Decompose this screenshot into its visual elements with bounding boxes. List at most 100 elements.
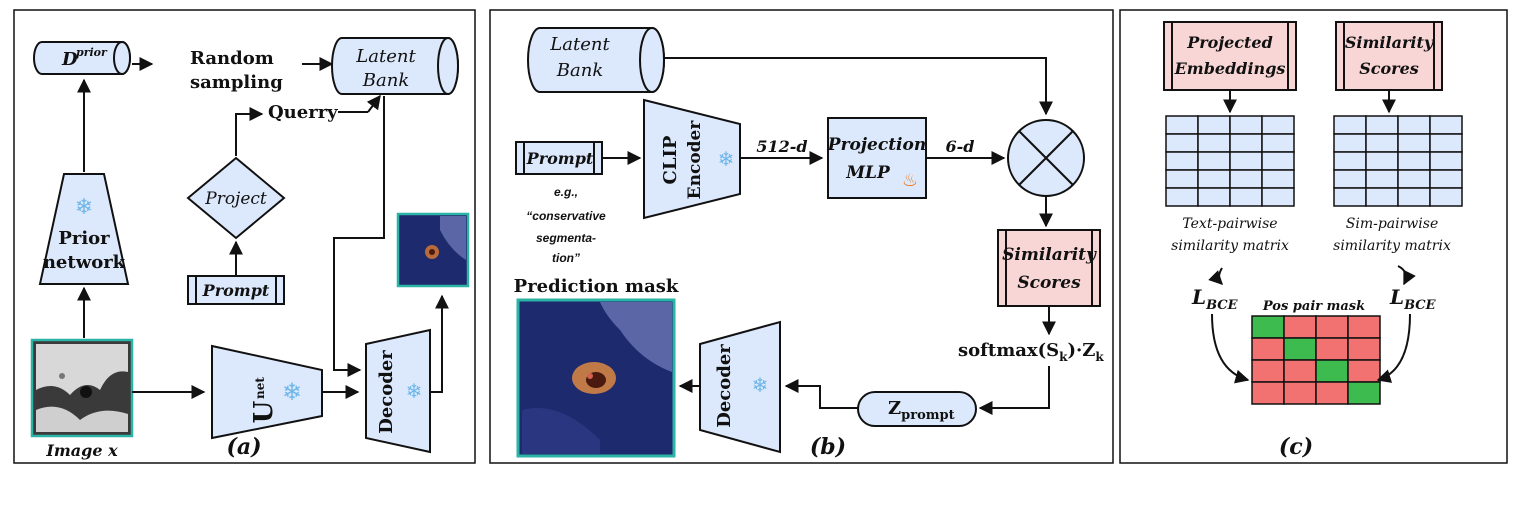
grid-cell <box>1365 115 1399 135</box>
similarity-scores-c: Similarity Scores <box>1335 21 1443 91</box>
grid-cell <box>1333 187 1367 207</box>
grid-cell <box>1261 169 1295 189</box>
projection-line2: MLP <box>845 163 891 183</box>
decoder-block-b: Decoder ❄ <box>699 320 781 454</box>
grid-cell <box>1283 359 1317 383</box>
flame-icon: ♨ <box>902 170 918 190</box>
random-sampling-line2: sampling <box>190 72 283 93</box>
grid-cell <box>1229 187 1263 207</box>
grid-cell <box>1397 151 1431 171</box>
grid-cell <box>1165 187 1199 207</box>
grid-cell <box>1397 187 1431 207</box>
dim-512-label: 512-d <box>756 137 807 156</box>
example-line3: segmenta- <box>536 231 596 245</box>
grid-cell <box>1397 133 1431 153</box>
grid-cell <box>1347 315 1381 339</box>
project-diamond: Project <box>186 156 286 240</box>
softmax-subscript: k <box>1059 350 1068 364</box>
grid-cell <box>1347 381 1381 405</box>
prompt-b-label: Prompt <box>526 149 594 168</box>
prior-network-block: ❄ Prior network <box>38 173 130 285</box>
sim-pairwise-matrix <box>1333 115 1463 207</box>
projected-line1: Projected <box>1186 33 1273 52</box>
grid-cell <box>1197 187 1231 207</box>
panel-a: D prior Random sampling Latent Bank Quer… <box>13 9 476 464</box>
grid-cell <box>1347 337 1381 361</box>
text-pairwise-matrix <box>1165 115 1295 207</box>
grid-cell <box>1429 169 1463 189</box>
grid-cell <box>1229 133 1263 153</box>
grid-cell <box>1261 187 1295 207</box>
lbce-right-l: L <box>1389 285 1404 309</box>
lbce-left: LBCE <box>1191 285 1239 313</box>
project-label: Project <box>204 189 267 209</box>
grid-cell <box>1429 187 1463 207</box>
grid-cell <box>1197 133 1231 153</box>
projection-line1: Projection <box>827 135 926 155</box>
prior-network-line1: Prior <box>58 228 110 249</box>
decoder-a-label: Decoder <box>376 350 397 434</box>
lbce-left-sub: BCE <box>1205 298 1239 313</box>
latent-bank-a-line2: Bank <box>362 70 409 91</box>
zprompt-label: Zprompt <box>888 398 955 423</box>
arrow-project-to-query <box>235 107 264 156</box>
grid-cell <box>1229 115 1263 135</box>
grid-cell <box>1251 381 1285 405</box>
clip-line1: CLIP <box>660 135 681 184</box>
snowflake-icon: ❄ <box>718 149 735 171</box>
pos-pair-mask-matrix <box>1251 315 1381 405</box>
grid-cell <box>1229 151 1263 171</box>
curve-arrow-left <box>1208 267 1223 285</box>
scores-c-line2: Scores <box>1359 59 1419 78</box>
grid-cell <box>1365 187 1399 207</box>
text-pairwise-line1: Text-pairwise <box>1182 216 1277 232</box>
grid-cell <box>1315 315 1349 339</box>
grid-cell <box>1283 315 1317 339</box>
grid-cell <box>1261 115 1295 135</box>
clip-encoder-block: CLIP Encoder ❄ <box>643 98 741 220</box>
grid-cell <box>1251 337 1285 361</box>
projection-mlp-block: Projection MLP ♨ <box>827 117 927 199</box>
prompt-box-b: Prompt <box>515 141 603 175</box>
grid-cell <box>1229 169 1263 189</box>
lbce-right: LBCE <box>1389 285 1437 313</box>
grid-cell <box>1429 133 1463 153</box>
arrow-decoder-to-output <box>430 294 449 393</box>
similarity-scores-b: Similarity Scores <box>997 229 1101 307</box>
arrow-zprompt-to-decoder <box>784 379 858 409</box>
grid-cell <box>1365 151 1399 171</box>
grid-cell <box>1283 381 1317 405</box>
random-sampling-line1: Random <box>190 48 274 69</box>
clip-line2: Encoder <box>685 120 705 200</box>
arrow-softmax-to-zprompt <box>978 366 1050 415</box>
grid-cell <box>1365 169 1399 189</box>
scores-c-line1: Similarity <box>1345 33 1435 52</box>
d-prior-label: D <box>61 49 78 70</box>
grid-cell <box>1365 133 1399 153</box>
latent-bank-cylinder-a: Latent Bank <box>331 37 459 95</box>
output-mask-small <box>396 212 470 288</box>
grid-cell <box>1165 151 1199 171</box>
prompt-a-label: Prompt <box>202 281 270 300</box>
caption-a: (a) <box>226 434 261 460</box>
lbce-right-sub: BCE <box>1403 298 1437 313</box>
grid-cell <box>1397 169 1431 189</box>
decoder-block-a: Decoder ❄ <box>365 328 431 454</box>
grid-cell <box>1251 315 1285 339</box>
pos-pair-mask-title: Pos pair mask <box>1262 299 1365 314</box>
zprompt-box: Zprompt <box>857 391 977 427</box>
snowflake-icon: ❄ <box>752 375 769 397</box>
grid-cell <box>1197 151 1231 171</box>
grid-cell <box>1315 381 1349 405</box>
zprompt-subscript: prompt <box>901 408 954 423</box>
example-line4: tion” <box>552 251 580 265</box>
panel-b-frame <box>489 9 1114 464</box>
panel-c-frame <box>1119 9 1508 464</box>
projected-embeddings-box: Projected Embeddings <box>1163 21 1297 91</box>
grid-cell <box>1251 359 1285 383</box>
grid-cell <box>1333 115 1367 135</box>
example-line2: “conservative <box>526 209 606 223</box>
panel-a-frame <box>13 9 476 464</box>
input-image <box>30 338 134 438</box>
